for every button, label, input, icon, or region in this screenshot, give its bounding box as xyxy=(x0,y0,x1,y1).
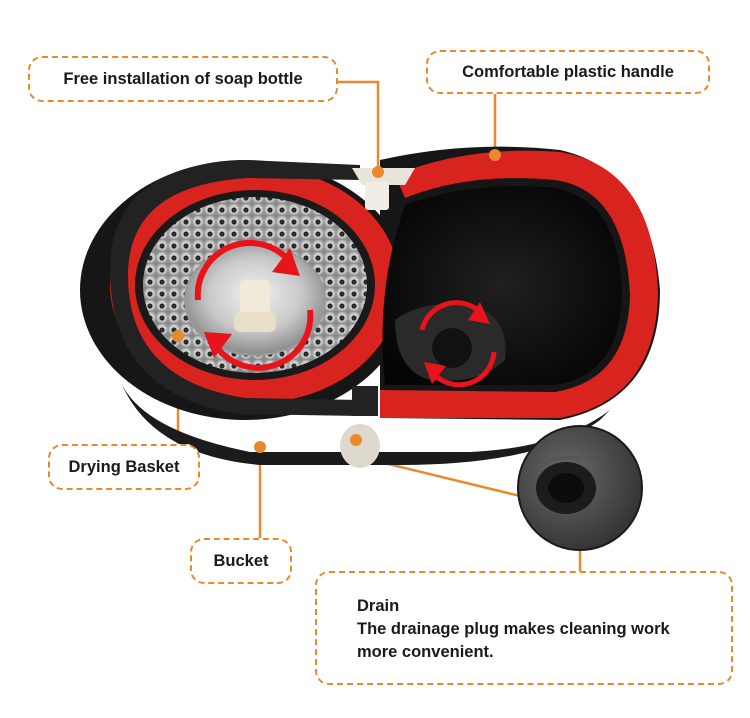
drain-plug-closeup xyxy=(517,425,643,551)
rotation-arrows-icon xyxy=(194,239,314,371)
drain-description-line-2: more convenient. xyxy=(357,643,494,661)
drain-title: Drain xyxy=(357,597,400,615)
drying-basket-marker xyxy=(172,330,184,342)
bucket-callout: Bucket xyxy=(190,538,292,584)
soap-bottle-holder xyxy=(352,166,415,210)
drain-callout: Drain The drainage plug makes cleaning w… xyxy=(315,571,733,685)
bucket-label: Bucket xyxy=(213,551,269,570)
soap-bottle-label: Free installation of soap bottle xyxy=(63,69,303,88)
bucket-marker xyxy=(254,441,266,453)
rotation-arrows-icon xyxy=(419,300,497,388)
soap-bottle-callout: Free installation of soap bottle xyxy=(28,56,338,102)
drain-description-line-1: The drainage plug makes cleaning work xyxy=(357,620,670,638)
drying-basket-label: Drying Basket xyxy=(68,457,180,476)
drying-basket-callout: Drying Basket xyxy=(48,444,200,490)
handle-marker xyxy=(489,149,501,161)
handle-callout: Comfortable plastic handle xyxy=(426,50,710,94)
drying-basket xyxy=(143,197,367,373)
hinge xyxy=(352,386,378,416)
handle-label: Comfortable plastic handle xyxy=(462,62,674,81)
drain-plug xyxy=(340,424,380,468)
